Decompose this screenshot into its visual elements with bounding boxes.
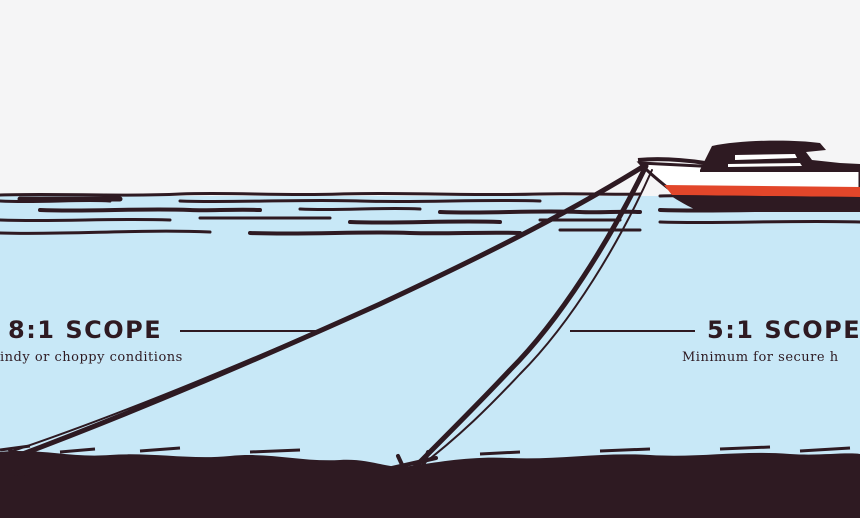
anchor-8-to-1 <box>0 448 40 476</box>
boat-window <box>728 163 802 167</box>
rode-5-to-1 <box>409 163 649 473</box>
water <box>0 196 860 476</box>
rode-5-to-1-texture <box>417 169 653 469</box>
boat-window <box>735 154 797 160</box>
seabed <box>0 451 860 518</box>
rode-8-to-1-texture <box>9 181 621 453</box>
boat-hull-lower <box>670 195 860 212</box>
boat-bow-rail <box>637 157 706 165</box>
label-5-to-1-scope: 5:1 SCOPE <box>707 316 860 344</box>
leader-line-5-to-1 <box>570 330 695 332</box>
boat-hull-stripe <box>664 185 860 197</box>
seabed-texture <box>0 444 851 456</box>
caption-5-to-1-scope: Minimum for secure h <box>682 350 839 365</box>
anchor-rodes <box>9 163 653 473</box>
caption-8-to-1-scope: indy or choppy conditions <box>0 350 183 365</box>
leader-line-8-to-1 <box>180 330 318 332</box>
anchor-5-to-1 <box>390 450 438 484</box>
label-8-to-1-scope: 8:1 SCOPE <box>8 316 163 344</box>
boat <box>636 140 860 212</box>
